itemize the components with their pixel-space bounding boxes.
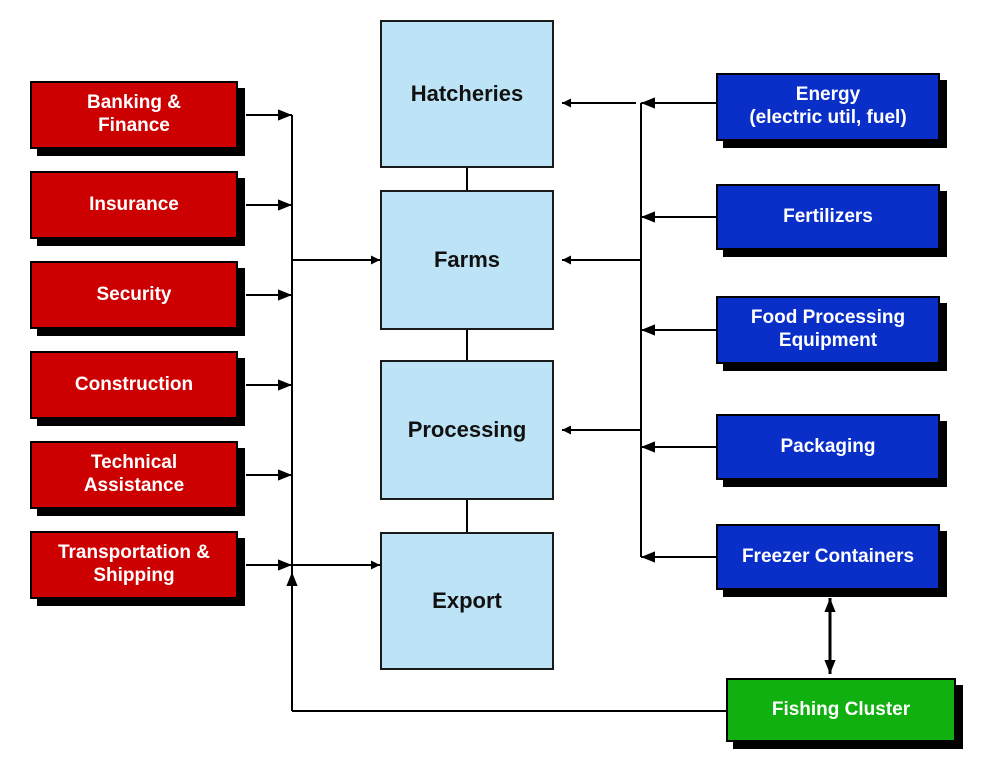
node-security: Security	[30, 261, 238, 329]
node-freezer-containers: Freezer Containers	[716, 524, 940, 590]
node-label: Banking & Finance	[87, 92, 181, 136]
node-fishing-cluster: Fishing Cluster	[726, 678, 956, 742]
node-packaging: Packaging	[716, 414, 940, 480]
node-label: Packaging	[780, 435, 876, 457]
node-label: Construction	[74, 373, 194, 395]
node-label: Fishing Cluster	[771, 698, 911, 720]
node-label: Energy (electric util, fuel)	[749, 84, 907, 128]
node-label: Export	[432, 587, 502, 613]
node-construction: Construction	[30, 351, 238, 419]
node-transportation-shipping: Transportation & Shipping	[30, 531, 238, 599]
node-energy: Energy (electric util, fuel)	[716, 73, 940, 141]
node-insurance: Insurance	[30, 171, 238, 239]
node-fertilizers: Fertilizers	[716, 184, 940, 250]
node-label: Fertilizers	[783, 205, 873, 227]
node-processing: Processing	[380, 360, 554, 500]
node-label: Processing	[407, 416, 527, 442]
node-technical-assistance: Technical Assistance	[30, 441, 238, 509]
node-label: Food Processing Equipment	[750, 307, 906, 351]
node-label: Freezer Containers	[741, 545, 915, 567]
node-food-processing-equipment: Food Processing Equipment	[716, 296, 940, 364]
node-label: Technical Assistance	[83, 452, 185, 496]
node-hatcheries: Hatcheries	[380, 20, 554, 168]
node-label: Hatcheries	[410, 80, 524, 106]
node-banking-finance: Banking & Finance	[30, 81, 238, 149]
node-label: Security	[96, 283, 172, 305]
node-export: Export	[380, 532, 554, 670]
node-label: Insurance	[89, 193, 179, 215]
node-label: Transportation & Shipping	[57, 542, 210, 586]
node-label: Farms	[433, 246, 501, 272]
node-farms: Farms	[380, 190, 554, 330]
